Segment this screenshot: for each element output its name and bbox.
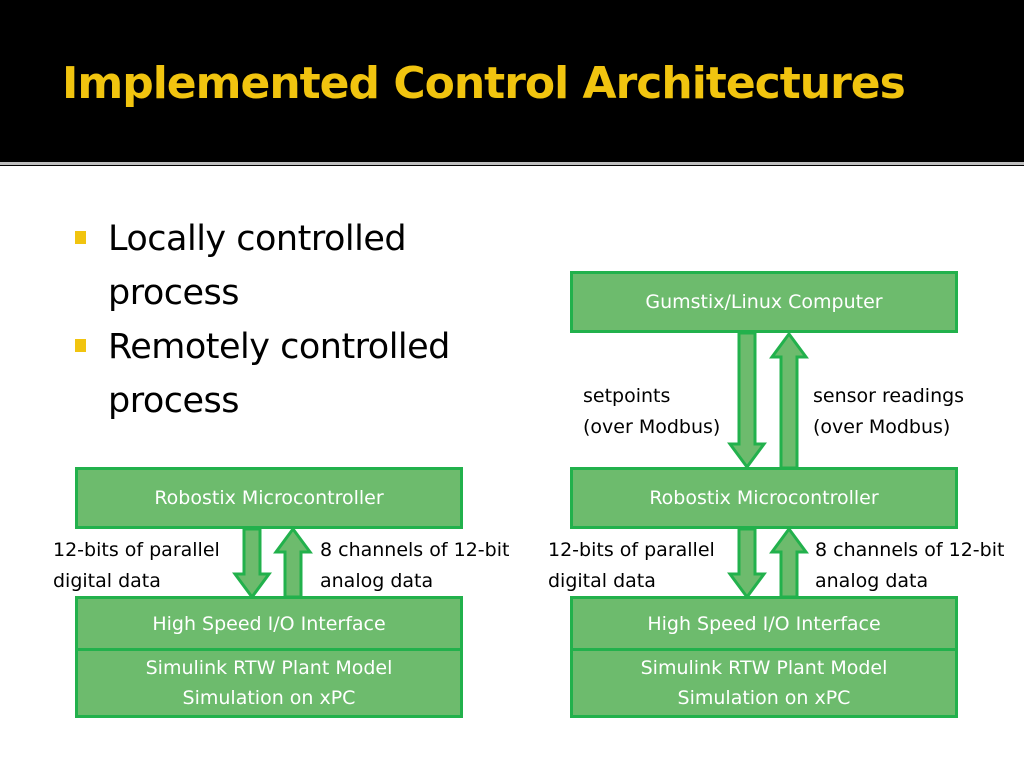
- bullet-square-icon: [75, 339, 86, 352]
- box-label: Robostix Microcontroller: [154, 487, 384, 509]
- sim-line-1: Simulink RTW Plant Model: [640, 657, 888, 679]
- remote-analog-data-label: 8 channels of 12-bit analog data: [815, 535, 1004, 597]
- title-divider: [0, 162, 1024, 165]
- remote-down-arrow: [727, 527, 767, 600]
- local-down-arrow: [232, 527, 272, 600]
- caption-line-1: sensor readings: [813, 385, 965, 407]
- slide-title: Implemented Control Architectures: [62, 58, 906, 109]
- remote-setpoints-label: setpoints (over Modbus): [583, 381, 720, 443]
- caption-line-2: (over Modbus): [813, 416, 951, 438]
- local-microcontroller-box: Robostix Microcontroller: [75, 467, 463, 529]
- box-label: Robostix Microcontroller: [649, 487, 879, 509]
- caption-line-1: setpoints: [583, 385, 671, 407]
- caption-line-1: 12-bits of parallel: [53, 539, 220, 561]
- bullet-text-line-2: process: [108, 381, 240, 421]
- local-analog-data-label: 8 channels of 12-bit analog data: [320, 535, 509, 597]
- bullet-text-line-2: process: [108, 273, 240, 313]
- sim-line-2: Simulation on xPC: [677, 687, 851, 709]
- remote-io-interface-box: High Speed I/O Interface: [570, 596, 958, 651]
- box-label: High Speed I/O Interface: [647, 612, 881, 635]
- remote-simulation-box: Simulink RTW Plant Model Simulation on x…: [570, 648, 958, 718]
- remote-up-arrow: [769, 526, 809, 599]
- caption-line-1: 8 channels of 12-bit: [320, 539, 510, 561]
- caption-line-2: digital data: [548, 570, 656, 592]
- bullet-item: Remotely controlled process: [72, 320, 542, 428]
- caption-line-2: analog data: [815, 570, 929, 592]
- sim-line-1: Simulink RTW Plant Model: [145, 657, 393, 679]
- caption-line-1: 12-bits of parallel: [548, 539, 715, 561]
- bullet-list: Locally controlled process Remotely cont…: [72, 212, 542, 428]
- remote-microcontroller-box: Robostix Microcontroller: [570, 467, 958, 529]
- box-label: Simulink RTW Plant Model Simulation on x…: [641, 653, 888, 713]
- local-up-arrow: [273, 526, 313, 599]
- local-digital-data-label: 12-bits of parallel digital data: [53, 535, 220, 597]
- caption-line-1: 8 channels of 12-bit: [815, 539, 1005, 561]
- remote-sensor-readings-label: sensor readings (over Modbus): [813, 381, 964, 443]
- sim-line-2: Simulation on xPC: [182, 687, 356, 709]
- box-label: Simulink RTW Plant Model Simulation on x…: [146, 653, 393, 713]
- bullet-text-line-1: Locally controlled: [108, 219, 407, 259]
- remote-setpoints-down-arrow: [727, 331, 767, 470]
- bullet-item: Locally controlled process: [72, 212, 542, 320]
- caption-line-2: analog data: [320, 570, 434, 592]
- caption-line-2: (over Modbus): [583, 416, 721, 438]
- box-label: Gumstix/Linux Computer: [645, 291, 883, 313]
- remote-computer-box: Gumstix/Linux Computer: [570, 271, 958, 333]
- bullet-text-line-1: Remotely controlled: [108, 327, 450, 367]
- bullet-square-icon: [75, 231, 86, 244]
- local-io-interface-box: High Speed I/O Interface: [75, 596, 463, 651]
- caption-line-2: digital data: [53, 570, 161, 592]
- remote-sensor-up-arrow: [769, 331, 809, 470]
- local-simulation-box: Simulink RTW Plant Model Simulation on x…: [75, 648, 463, 718]
- title-band: Implemented Control Architectures: [0, 0, 1024, 160]
- remote-digital-data-label: 12-bits of parallel digital data: [548, 535, 715, 597]
- box-label: High Speed I/O Interface: [152, 612, 386, 635]
